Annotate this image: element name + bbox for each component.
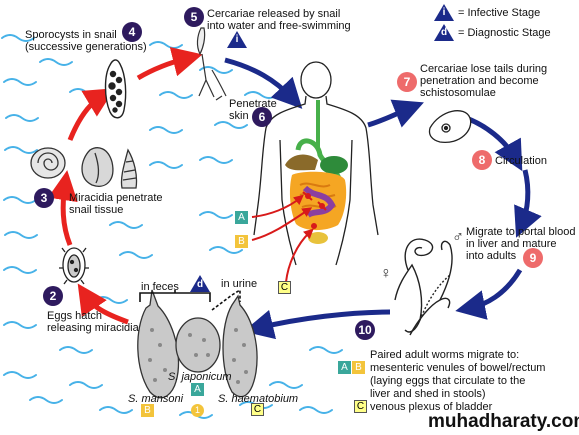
in-feces-label: in feces <box>141 281 179 293</box>
arrow-circulation-to-portal <box>514 169 542 238</box>
cercaria-icon <box>196 27 227 101</box>
species-c-square: C <box>354 400 367 413</box>
stage-7-label-line2: penetration and become <box>420 75 539 87</box>
human-cycle-arrows <box>224 57 542 340</box>
stage-10-label-line4: liver and shed in stools) <box>370 388 486 400</box>
stage-6-label-line1: Penetrate <box>229 98 277 110</box>
infective-letter: i <box>442 7 446 18</box>
adult-worms-icon <box>394 238 453 336</box>
stage-3-badge: 3 <box>34 188 54 208</box>
stage-7-label-line3: schistosomulae <box>420 87 496 99</box>
female-symbol-icon: ♀ <box>380 265 392 282</box>
s-haematobium-label: S. haematobium <box>218 393 299 405</box>
stage-10-label-line1: Paired adult worms migrate to: <box>370 349 520 361</box>
organs <box>285 100 348 244</box>
stage-6-label-line2: skin <box>229 110 249 122</box>
egg-source-lines <box>139 288 241 311</box>
s-mansoni-letter: B <box>141 404 154 417</box>
egg-icon <box>137 289 258 399</box>
arrow-snail-to-sporocyst <box>67 88 115 141</box>
stage-9-label-line1: Migrate to portal blood <box>466 226 576 238</box>
stage-5-label-line1: Cercariae released by snail <box>207 8 341 20</box>
stage-3-label-line1: Miracidia penetrate <box>69 192 163 204</box>
egg-s-haematobium <box>222 294 258 398</box>
body-species-b-square: B <box>235 235 248 248</box>
egg-texture <box>148 328 248 384</box>
miracidium-icon <box>59 247 89 285</box>
stage-10-label-line5: venous plexus of bladder <box>370 401 493 413</box>
snail-icon <box>30 147 138 189</box>
male-symbol-icon: ♂ <box>452 229 464 246</box>
stage-1-badge: 1 <box>191 404 204 417</box>
species-a-square: A <box>338 361 351 374</box>
stage-2-label-line1: Eggs hatch <box>47 310 103 322</box>
stage-4-label-line1: Sporocysts in snail <box>25 29 117 41</box>
arrow-cercaria-to-skin <box>224 57 303 109</box>
arrow-skin-to-schistosomulae <box>367 99 424 128</box>
s-haematobium-letter: C <box>251 403 264 416</box>
egg-s-mansoni <box>137 289 180 399</box>
arrow-eggs-to-hatch <box>77 283 129 325</box>
stage-10-label-line2: mesenteric venules of bowel/rectum <box>370 362 546 374</box>
infective-triangle-icon <box>434 4 454 21</box>
stage-5-badge: 5 <box>184 7 204 27</box>
body-species-c-square: C <box>278 281 291 294</box>
stage-4-badge: 4 <box>122 22 142 42</box>
infective-stage-marker-icon <box>227 31 247 48</box>
stage-3-label-line2: snail tissue <box>69 204 124 216</box>
schistosomulum-icon <box>428 110 472 143</box>
stage-9-label-line3: into adults <box>466 250 517 262</box>
stage-7-label-line1: Cercariae lose tails during <box>420 63 548 75</box>
diagnostic-letter: d <box>440 27 448 38</box>
diagnostic-stage-marker-icon <box>190 275 210 292</box>
arrow-venules-to-eggs <box>243 309 391 340</box>
stage-8-label: Circulation <box>495 155 547 167</box>
watermark: muhadharaty.com <box>428 411 579 432</box>
stage-8-badge: 8 <box>472 150 492 170</box>
arrow-miracidia-to-snail <box>47 170 78 246</box>
diagnostic-stage-marker-letter: d <box>196 279 204 290</box>
infective-legend-label: = Infective Stage <box>458 7 541 19</box>
stage-7-badge: 7 <box>397 72 417 92</box>
human-body-icon <box>253 61 379 266</box>
arrow-adults-to-venules <box>455 268 523 320</box>
s-mansoni-label: S. mansoni <box>128 393 184 405</box>
species-pointer-arrows <box>251 194 314 283</box>
stage-5-label-line2: into water and free-swimming <box>207 20 351 32</box>
snail-cycle-arrows <box>47 47 203 325</box>
infective-stage-marker-letter: i <box>235 34 239 45</box>
s-japonicum-letter: A <box>191 383 204 396</box>
stage-9-badge: 9 <box>523 248 543 268</box>
stage-2-label-line2: releasing miracidia <box>47 322 139 334</box>
species-b-square: B <box>352 361 365 374</box>
diagnostic-triangle-icon <box>434 24 454 41</box>
stage-6-badge: 6 <box>252 107 272 127</box>
stage-2-badge: 2 <box>43 286 63 306</box>
stage-10-badge: 10 <box>355 320 375 340</box>
stage-9-label-line2: in liver and mature <box>466 238 557 250</box>
in-urine-label: in urine <box>221 278 258 290</box>
stage-10-label-line3: (laying eggs that circulate to the <box>370 375 526 387</box>
arrow-sporocyst-to-cercaria <box>136 47 203 81</box>
diagnostic-legend-label: = Diagnostic Stage <box>458 27 551 39</box>
s-japonicum-label: S. japonicum <box>168 371 232 383</box>
stage-4-label-line2: (successive generations) <box>25 41 147 53</box>
egg-s-japonicum <box>175 317 221 373</box>
arrow-schistosomulae-to-circulation <box>465 115 523 172</box>
body-species-a-square: A <box>235 211 248 224</box>
sporocyst-icon <box>104 59 127 119</box>
